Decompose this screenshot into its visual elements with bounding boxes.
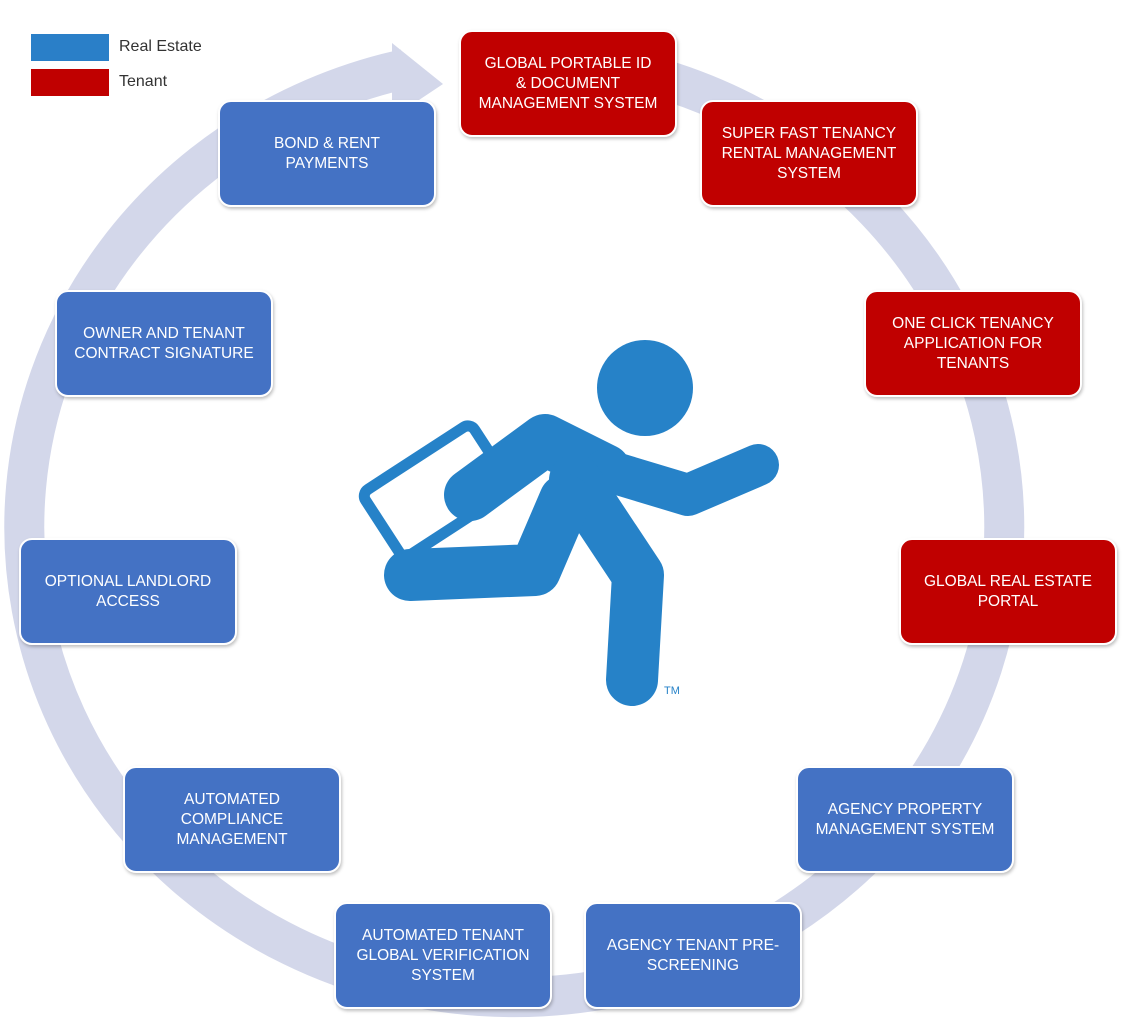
- node-super-fast-tenancy: SUPER FAST TENANCY RENTAL MANAGEMENT SYS…: [700, 100, 918, 207]
- node-label: GLOBAL REAL ESTATE PORTAL: [924, 572, 1092, 610]
- head-shape: [597, 340, 693, 436]
- node-label: GLOBAL PORTABLE ID & DOCUMENT MANAGEMENT…: [478, 54, 658, 112]
- node-bond-rent-payments: BOND & RENT PAYMENTS: [218, 100, 436, 207]
- node-label: ONE CLICK TENANCY APPLICATION FOR TENANT…: [892, 314, 1054, 372]
- legend-label-tenant: Tenant: [119, 73, 168, 90]
- node-automated-compliance: AUTOMATED COMPLIANCE MANAGEMENT: [123, 766, 341, 873]
- node-label: AUTOMATED TENANT GLOBAL VERIFICATION SYS…: [356, 926, 530, 984]
- legend-swatch-real-estate: [31, 33, 109, 61]
- node-one-click-tenancy: ONE CLICK TENANCY APPLICATION FOR TENANT…: [864, 290, 1082, 397]
- node-owner-tenant-contract: OWNER AND TENANT CONTRACT SIGNATURE: [55, 290, 273, 397]
- node-automated-tenant-verification: AUTOMATED TENANT GLOBAL VERIFICATION SYS…: [334, 902, 552, 1009]
- legend-tenant: Tenant: [31, 68, 167, 96]
- trademark-mark: TM: [664, 685, 680, 697]
- front-leg-shape: [549, 454, 664, 706]
- node-label: SUPER FAST TENANCY RENTAL MANAGEMENT SYS…: [721, 124, 897, 182]
- node-label: AUTOMATED COMPLIANCE MANAGEMENT: [176, 790, 288, 848]
- node-label: AGENCY TENANT PRE- SCREENING: [606, 936, 780, 974]
- node-label: OPTIONAL LANDLORD ACCESS: [44, 572, 212, 610]
- node-label: OWNER AND TENANT CONTRACT SIGNATURE: [74, 324, 254, 362]
- back-leg-shape: [384, 474, 591, 601]
- node-agency-property-management: AGENCY PROPERTY MANAGEMENT SYSTEM: [796, 766, 1014, 873]
- node-label: AGENCY PROPERTY MANAGEMENT SYSTEM: [815, 800, 995, 838]
- node-label: BOND & RENT PAYMENTS: [274, 134, 380, 172]
- legend-label-real-estate: Real Estate: [119, 38, 202, 55]
- node-agency-tenant-prescreening: AGENCY TENANT PRE- SCREENING: [584, 902, 802, 1009]
- arm-shape: [584, 444, 779, 516]
- legend-swatch-tenant: [31, 68, 109, 96]
- node-global-portable-id: GLOBAL PORTABLE ID & DOCUMENT MANAGEMENT…: [459, 30, 677, 137]
- cycle-arrowhead: [392, 43, 443, 118]
- legend-real-estate: Real Estate: [31, 33, 202, 61]
- node-global-real-estate-portal: GLOBAL REAL ESTATE PORTAL: [899, 538, 1117, 645]
- node-optional-landlord-access: OPTIONAL LANDLORD ACCESS: [19, 538, 237, 645]
